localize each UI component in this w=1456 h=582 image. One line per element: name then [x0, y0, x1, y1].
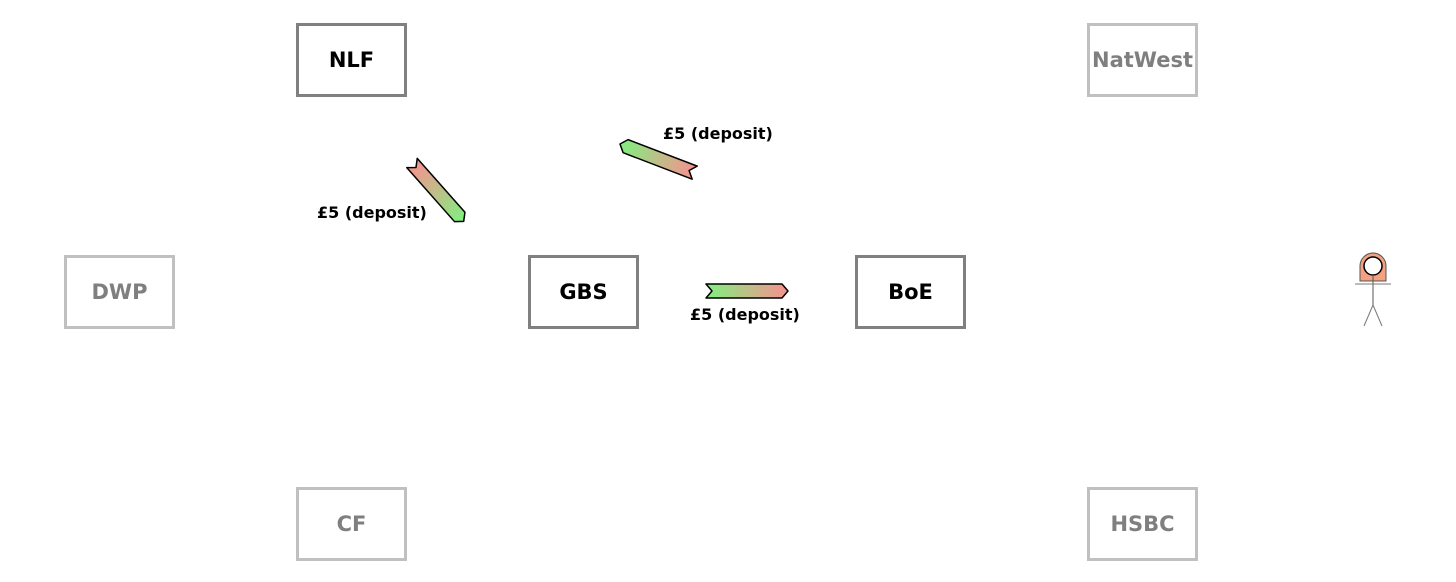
node-boe[interactable]: BoE [855, 255, 966, 329]
flow-label-gbs-upper: £5 (deposit) [663, 124, 773, 143]
node-label: NLF [328, 48, 375, 72]
flow-arrow-gbs-to-boe[interactable] [705, 283, 789, 299]
node-dwp[interactable]: DWP [64, 255, 175, 329]
node-label: CF [336, 512, 367, 536]
flow-arrow-nlf-to-gbs[interactable] [406, 157, 469, 226]
flow-label-nlf-to-gbs: £5 (deposit) [317, 203, 427, 222]
node-nlf[interactable]: NLF [296, 23, 407, 97]
node-hsbc[interactable]: HSBC [1087, 487, 1198, 561]
node-gbs[interactable]: GBS [528, 255, 639, 329]
node-label: GBS [559, 280, 608, 304]
node-label: HSBC [1110, 512, 1175, 536]
flow-label-gbs-to-boe: £5 (deposit) [690, 305, 800, 324]
node-label: BoE [888, 280, 933, 304]
node-natwest[interactable]: NatWest [1087, 23, 1198, 97]
person-actor-icon[interactable] [1355, 252, 1391, 327]
node-label: NatWest [1092, 48, 1193, 72]
flow-arrow-gbs-upper[interactable] [617, 137, 698, 180]
node-cf[interactable]: CF [296, 487, 407, 561]
node-label: DWP [91, 280, 148, 304]
